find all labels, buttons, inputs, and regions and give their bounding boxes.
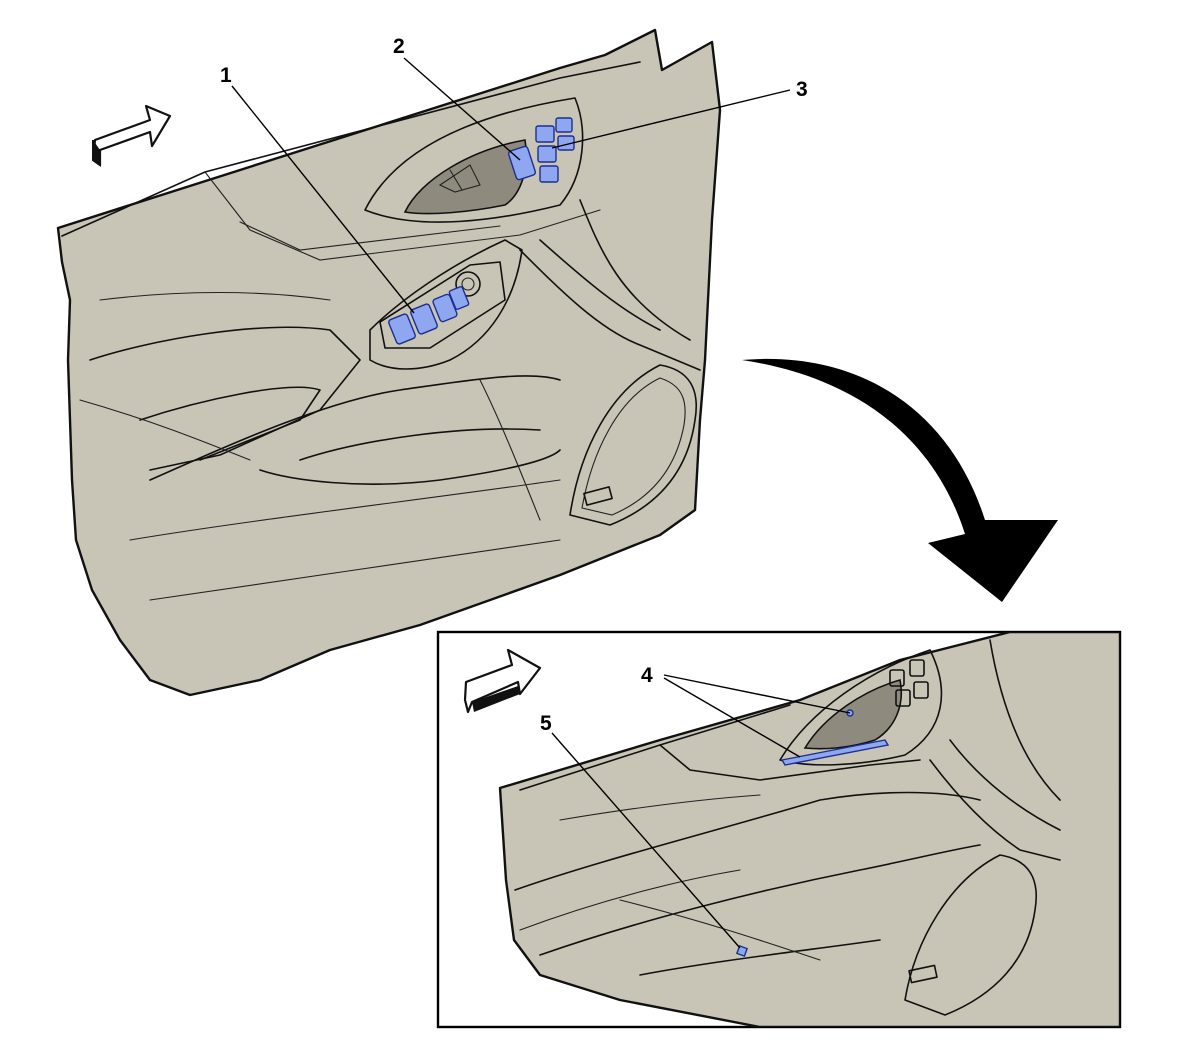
callout-3-leader [551, 89, 791, 149]
callout-4: 4 [641, 664, 653, 687]
main-door-panel-view: 1 2 3 [56, 28, 808, 697]
callout-2-leader [403, 57, 521, 161]
callout-4-leader-b [663, 677, 801, 758]
vehicle-forward-arrow-icon [463, 648, 542, 714]
callout-2: 2 [393, 35, 405, 58]
callout-1: 1 [220, 64, 232, 87]
callout-5: 5 [540, 712, 552, 735]
trim-panel-pin-fastener [735, 944, 749, 958]
upper-trim-line [61, 61, 641, 237]
callout-3: 3 [796, 78, 808, 101]
vehicle-forward-arrow-icon [91, 104, 172, 167]
callout-4-leader-a [663, 674, 851, 714]
speaker-grille [569, 364, 697, 526]
callout-1-leader [231, 85, 415, 314]
callout-5-leader [551, 732, 741, 949]
inset-door-trim-panel [498, 632, 1120, 1027]
window-switch [388, 286, 470, 345]
inset-detail-view: 4 5 [436, 630, 1122, 1029]
window-switch-bezel [369, 239, 523, 370]
trim-panel-fastener-strip [780, 739, 890, 766]
curved-arrow-icon [742, 358, 1058, 602]
door-lock-switch [507, 117, 575, 183]
